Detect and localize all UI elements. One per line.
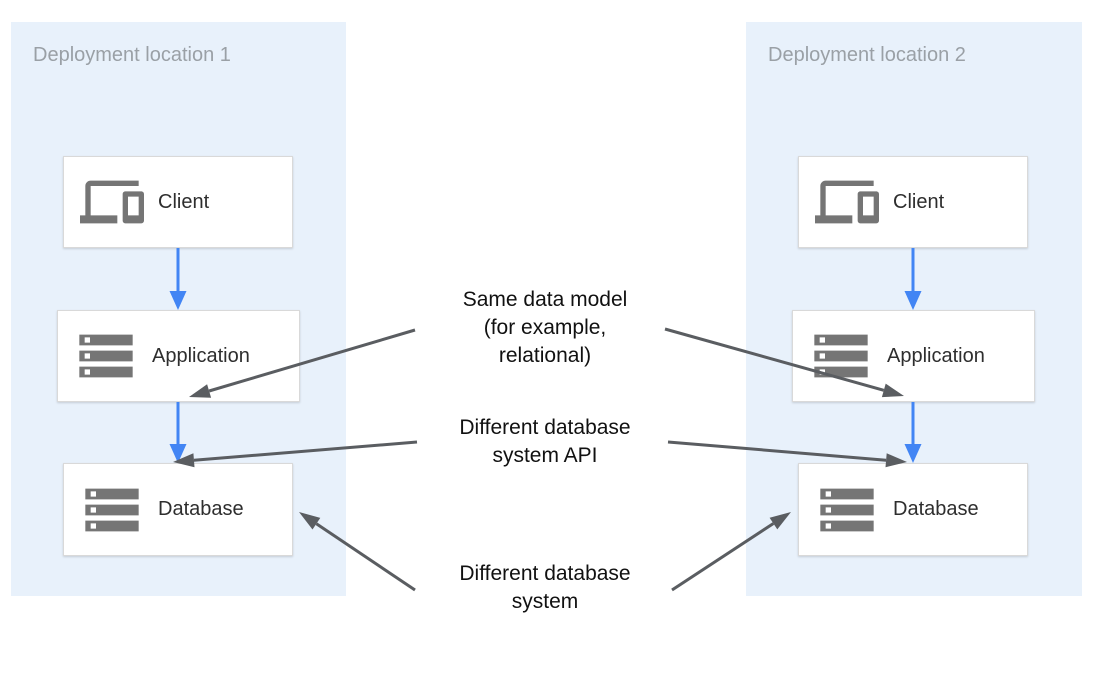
node-label: Application [887, 344, 985, 367]
annotation-same-data-model: Same data model (for example, relational) [463, 286, 628, 370]
annotation-line: Different database [459, 562, 631, 585]
devices-icon [815, 180, 879, 224]
node-client-2: Client [798, 156, 1028, 248]
annotation-different-db-system: Different database system [459, 560, 630, 616]
node-application-2: Application [792, 310, 1035, 402]
node-label: Database [158, 498, 244, 520]
devices-icon [80, 180, 144, 224]
annotation-line: relational) [498, 344, 592, 367]
annotation-line: Same data model [462, 288, 628, 311]
node-label: Database [893, 498, 979, 520]
node-label: Client [158, 190, 210, 213]
storage-icon-wrap [80, 478, 144, 542]
node-database-2: Database [798, 463, 1028, 556]
deployment-panel-1-title: Deployment location 1 [33, 44, 231, 66]
node-application-1: Application [57, 310, 300, 402]
storage-icon-wrap [815, 478, 879, 542]
annotation-line: system API [492, 444, 598, 467]
storage-icon [79, 334, 133, 378]
storage-icon [820, 488, 874, 531]
storage-icon-wrap [809, 324, 873, 388]
storage-icon [814, 334, 868, 378]
node-database-1: Database [63, 463, 293, 556]
deployment-panel-2-title: Deployment location 2 [768, 44, 966, 66]
devices-icon-wrap [815, 170, 879, 234]
node-label: Application [152, 344, 250, 367]
devices-icon-wrap [80, 170, 144, 234]
node-label: Client [893, 190, 945, 213]
annotation-different-db-api: Different database system API [459, 414, 630, 470]
node-client-1: Client [63, 156, 293, 248]
annotation-line: (for example, [483, 316, 607, 339]
annotation-line: system [511, 590, 579, 613]
storage-icon-wrap [74, 324, 138, 388]
storage-icon [85, 488, 139, 531]
annotation-line: Different database [459, 416, 631, 439]
